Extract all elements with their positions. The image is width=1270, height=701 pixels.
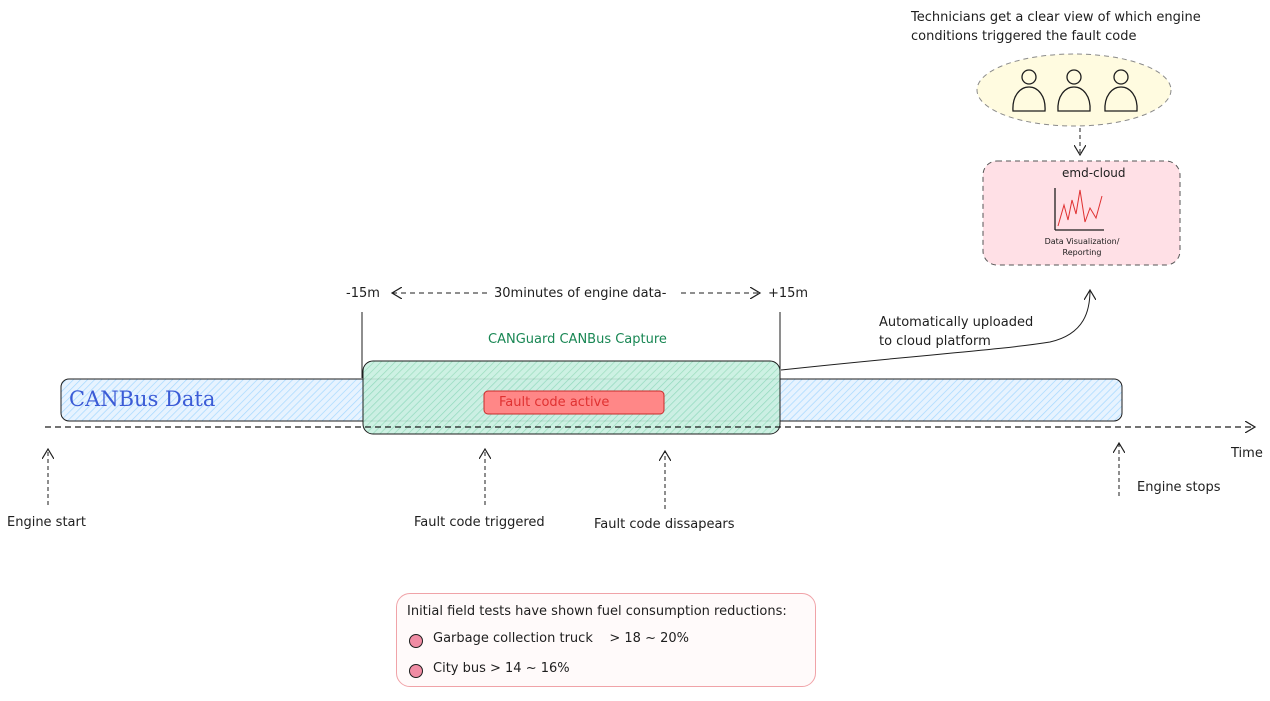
window-span-label: 30minutes of engine data- — [494, 286, 667, 301]
upload-arrow — [780, 290, 1090, 371]
fault-box-label: Fault code active — [499, 395, 610, 410]
cloud-subtitle: Data Visualization/ Reporting — [1044, 237, 1120, 257]
technicians-group — [976, 53, 1172, 127]
canbus-label: CANBus Data — [69, 387, 216, 411]
window-minus-label: -15m — [346, 286, 380, 301]
bullet-dot-icon — [409, 664, 423, 678]
list-item: City bus > 14 ~ 16% — [407, 661, 787, 681]
cloud-box — [982, 160, 1181, 266]
list-item: Garbage collection truck > 18 ~ 20% — [407, 631, 787, 651]
line-chart-icon — [1054, 188, 1104, 231]
person-icon — [1104, 69, 1138, 112]
window-plus-label: +15m — [768, 286, 809, 301]
field-tests-title: Initial field tests have shown fuel cons… — [407, 604, 787, 619]
event-fault-disappears: Fault code dissapears — [594, 517, 735, 532]
list-item-text: Garbage collection truck > 18 ~ 20% — [433, 631, 689, 646]
event-fault-triggered: Fault code triggered — [414, 515, 545, 530]
event-engine-start: Engine start — [7, 515, 86, 530]
upload-label: Automatically uploaded to cloud platform — [879, 315, 1034, 349]
person-icon — [1012, 69, 1046, 112]
list-item-text: City bus > 14 ~ 16% — [433, 661, 570, 676]
cloud-title: emd-cloud — [1062, 166, 1126, 180]
event-engine-stops: Engine stops — [1137, 480, 1221, 495]
time-axis-label: Time — [1231, 446, 1263, 461]
capture-label: CANGuard CANBus Capture — [488, 332, 667, 347]
technicians-caption: Technicians get a clear view of which en… — [911, 10, 1201, 44]
bullet-dot-icon — [409, 634, 423, 648]
person-icon — [1057, 69, 1091, 112]
fault-code-box — [483, 390, 665, 415]
field-tests-box: Initial field tests have shown fuel cons… — [396, 593, 816, 687]
